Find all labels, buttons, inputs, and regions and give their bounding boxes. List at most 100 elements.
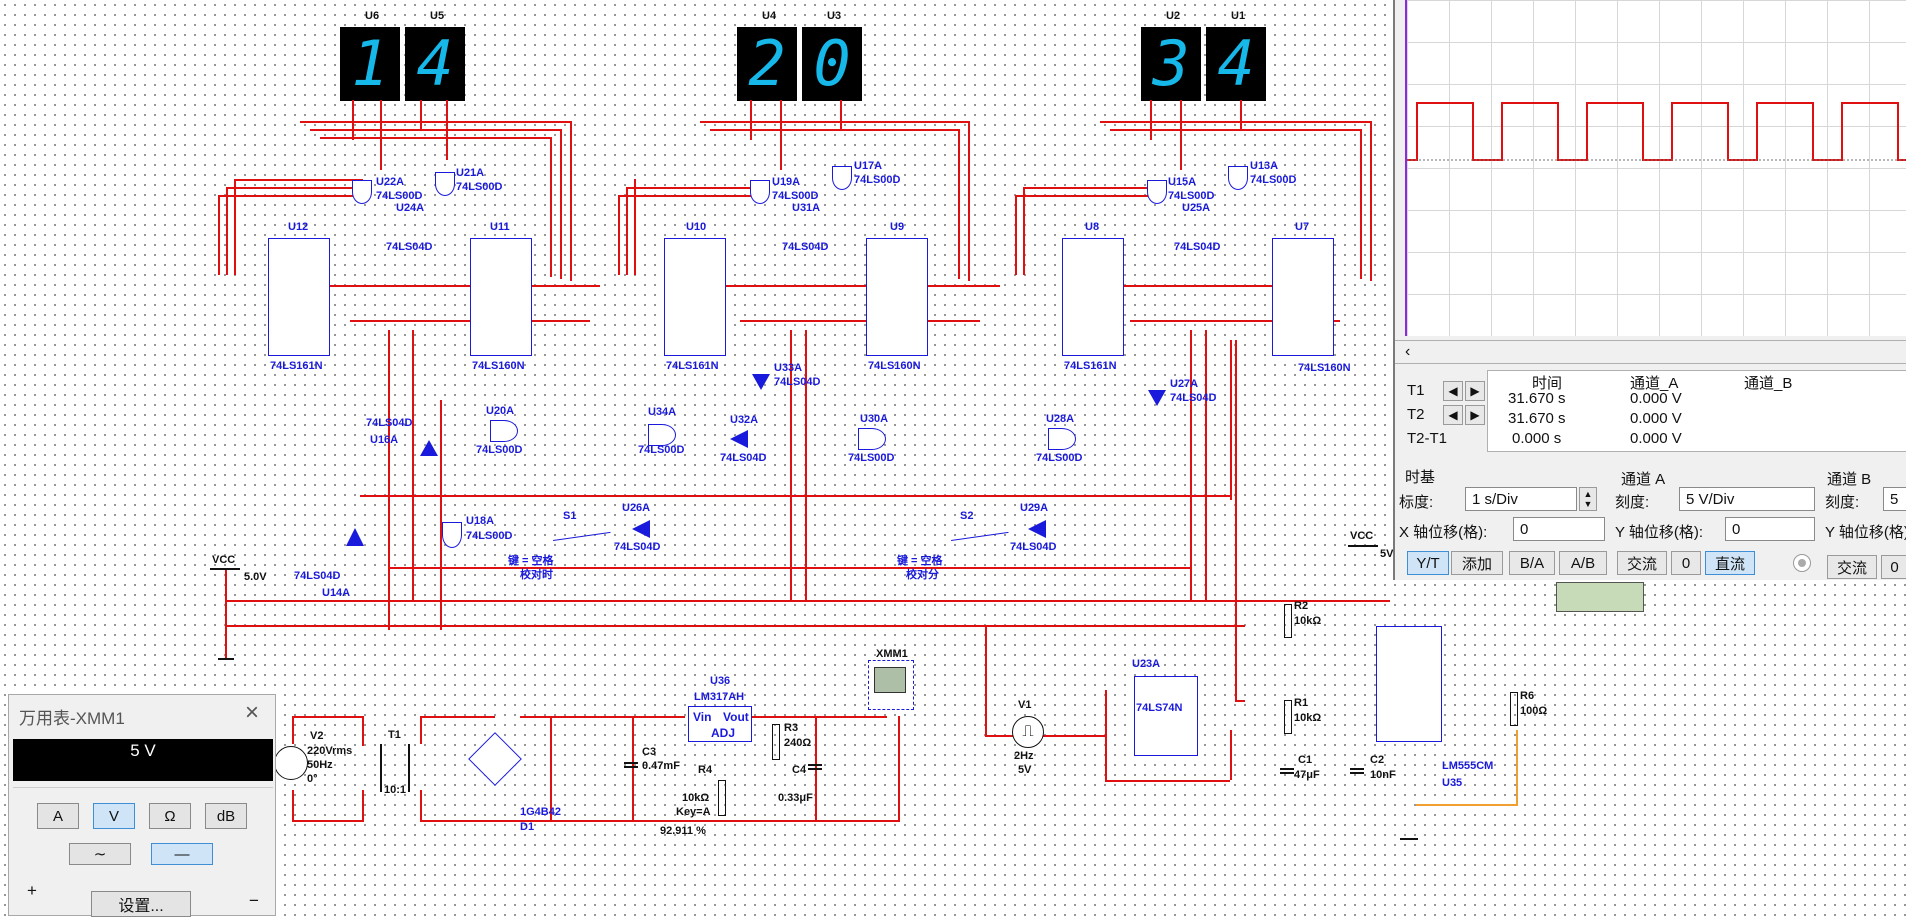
chip-ref-u10: U10 bbox=[686, 221, 707, 233]
regulator-u36[interactable]: Vin Vout ADJ bbox=[688, 706, 752, 742]
seven-seg-display-u5[interactable]: 4 bbox=[405, 27, 465, 101]
nand-gate-u30a[interactable] bbox=[858, 428, 886, 450]
switch-s2[interactable] bbox=[949, 521, 1009, 541]
seven-seg-display-u2[interactable]: 3 bbox=[1141, 27, 1201, 101]
t2-time: 31.670 s bbox=[1508, 410, 1566, 427]
oscilloscope-panel[interactable]: ‹ T1 ◀ ▶ T2 ◀ ▶ T2-T1 时间 通道_A 通道_B 31.67… bbox=[1393, 0, 1906, 580]
positive-terminal-icon[interactable]: + bbox=[27, 881, 37, 900]
scope-scrollbar[interactable]: ‹ bbox=[1395, 340, 1906, 364]
channel-a-zero-button[interactable]: 0 bbox=[1671, 551, 1701, 575]
switch-s1[interactable] bbox=[551, 521, 611, 541]
xmm1-label: XMM1 bbox=[876, 648, 908, 660]
seven-seg-display-u1[interactable]: 4 bbox=[1206, 27, 1266, 101]
not-gate-u16a[interactable] bbox=[420, 440, 438, 456]
yt-mode-button[interactable]: Y/T bbox=[1407, 551, 1449, 575]
channel-a-ypos-field[interactable]: 0 bbox=[1725, 517, 1815, 541]
settings-button[interactable]: 设置... bbox=[91, 891, 191, 917]
channel-a-ac-button[interactable]: 交流 bbox=[1617, 551, 1667, 575]
resistor-r6[interactable] bbox=[1510, 692, 1518, 726]
channel-a-dc-button[interactable]: 直流 bbox=[1705, 551, 1755, 575]
dc-line-icon[interactable]: — bbox=[151, 843, 213, 865]
oscilloscope-symbol[interactable] bbox=[1556, 582, 1644, 612]
multimeter-display: 5 V bbox=[13, 739, 273, 781]
clock-source-v1[interactable]: ⎍ bbox=[1012, 716, 1044, 748]
timer-chip-u35[interactable] bbox=[1376, 626, 1442, 742]
seven-seg-display-u6[interactable]: 1 bbox=[340, 27, 400, 101]
t1-left-arrow-icon[interactable]: ◀ bbox=[1443, 381, 1463, 401]
resistor-r3[interactable] bbox=[772, 724, 780, 760]
t2-left-arrow-icon[interactable]: ◀ bbox=[1443, 405, 1463, 425]
seven-seg-display-u4[interactable]: 2 bbox=[737, 27, 797, 101]
x-position-field[interactable]: 0 bbox=[1513, 517, 1605, 541]
scroll-left-arrow-icon[interactable]: ‹ bbox=[1405, 343, 1411, 360]
vcc-symbol-1[interactable] bbox=[210, 568, 240, 570]
nand-gate-u20a[interactable] bbox=[490, 420, 518, 442]
transformer-t1[interactable] bbox=[380, 744, 410, 792]
nand-gate-u17a[interactable] bbox=[832, 166, 852, 190]
r4-percent: 92.911 % bbox=[660, 825, 706, 837]
ohmmeter-mode-button[interactable]: Ω bbox=[149, 803, 191, 829]
voltmeter-mode-button[interactable]: V bbox=[93, 803, 135, 829]
nand-gate-u15a[interactable] bbox=[1147, 180, 1167, 204]
counter-chip-u7[interactable] bbox=[1272, 238, 1334, 356]
channel-a-radio[interactable] bbox=[1793, 554, 1811, 572]
not-gate-u26a[interactable] bbox=[632, 520, 650, 538]
close-icon[interactable]: × bbox=[245, 699, 260, 726]
multimeter-xmm1-symbol[interactable] bbox=[868, 660, 914, 710]
ba-mode-button[interactable]: B/A bbox=[1509, 551, 1555, 575]
nand-gate-u22a[interactable] bbox=[352, 180, 372, 204]
capacitor-c4[interactable] bbox=[808, 764, 822, 770]
timebase-scale-field[interactable]: 1 s/Div bbox=[1465, 487, 1577, 511]
nand-gate-u34a[interactable] bbox=[648, 424, 676, 446]
capacitor-c1[interactable] bbox=[1280, 768, 1294, 774]
t1-ratio: 10:1 bbox=[384, 784, 407, 796]
oscilloscope-screen[interactable] bbox=[1405, 0, 1906, 336]
negative-terminal-icon[interactable]: − bbox=[249, 891, 259, 910]
multimeter-title: 万用表-XMM1 bbox=[19, 709, 125, 728]
nand-gate-u21a[interactable] bbox=[435, 172, 455, 196]
ammeter-mode-button[interactable]: A bbox=[37, 803, 79, 829]
t2-right-arrow-icon[interactable]: ▶ bbox=[1465, 405, 1485, 425]
nand-gate-u19a[interactable] bbox=[750, 180, 770, 204]
counter-chip-u9[interactable] bbox=[866, 238, 928, 356]
ac-sine-icon[interactable]: ∼ bbox=[69, 843, 131, 865]
not-gate-u14a[interactable] bbox=[346, 528, 364, 546]
resistor-r1[interactable] bbox=[1284, 700, 1292, 734]
channel-a-title: 通道 A bbox=[1621, 471, 1666, 488]
not-gate-u32a[interactable] bbox=[730, 430, 748, 448]
counter-chip-u8[interactable] bbox=[1062, 238, 1124, 356]
add-mode-button[interactable]: 添加 bbox=[1451, 551, 1503, 575]
capacitor-c3[interactable] bbox=[624, 762, 638, 768]
gate-type-u14a: 74LS04D bbox=[294, 570, 341, 582]
bridge-rectifier-d1[interactable] bbox=[468, 732, 522, 786]
channel-b-scale-field[interactable]: 5 bbox=[1883, 487, 1906, 511]
timebase-spinner[interactable]: ▲▼ bbox=[1579, 487, 1597, 511]
gate-type-u22a: 74LS00D bbox=[376, 190, 423, 202]
nand-gate-u18a[interactable] bbox=[442, 522, 462, 548]
seven-seg-display-u3[interactable]: 0 bbox=[802, 27, 862, 101]
display-ref-u3: U3 bbox=[827, 10, 842, 22]
counter-chip-u12[interactable] bbox=[268, 238, 330, 356]
nand-gate-u13a[interactable] bbox=[1228, 166, 1248, 190]
capacitor-c2[interactable] bbox=[1350, 768, 1364, 774]
ab-mode-button[interactable]: A/B bbox=[1559, 551, 1607, 575]
t1-right-arrow-icon[interactable]: ▶ bbox=[1465, 381, 1485, 401]
decibel-mode-button[interactable]: dB bbox=[205, 803, 247, 829]
channel-b-zero-button[interactable]: 0 bbox=[1881, 555, 1906, 579]
potentiometer-r4[interactable] bbox=[718, 780, 726, 816]
ac-source-v2[interactable] bbox=[274, 746, 308, 780]
not-gate-u29a[interactable] bbox=[1028, 520, 1046, 538]
flipflop-u23a[interactable] bbox=[1134, 676, 1198, 756]
vcc-symbol-2[interactable] bbox=[1348, 545, 1378, 547]
channel-a-scale-field[interactable]: 5 V/Div bbox=[1679, 487, 1815, 511]
counter-chip-u11[interactable] bbox=[470, 238, 532, 356]
nand-gate-u28a[interactable] bbox=[1048, 428, 1076, 450]
not-gate-u27a[interactable] bbox=[1148, 390, 1166, 406]
counter-chip-u10[interactable] bbox=[664, 238, 726, 356]
resistor-r2[interactable] bbox=[1284, 604, 1292, 638]
channel-b-ac-button[interactable]: 交流 bbox=[1827, 555, 1877, 579]
channel-a-ypos-label: Y 轴位移(格): bbox=[1615, 524, 1704, 541]
not-gate-u33a[interactable] bbox=[752, 374, 770, 390]
multimeter-panel[interactable]: 万用表-XMM1 × 5 V A V Ω dB ∼ — + − 设置... bbox=[8, 694, 276, 917]
t2-channel-a: 0.000 V bbox=[1630, 410, 1682, 427]
